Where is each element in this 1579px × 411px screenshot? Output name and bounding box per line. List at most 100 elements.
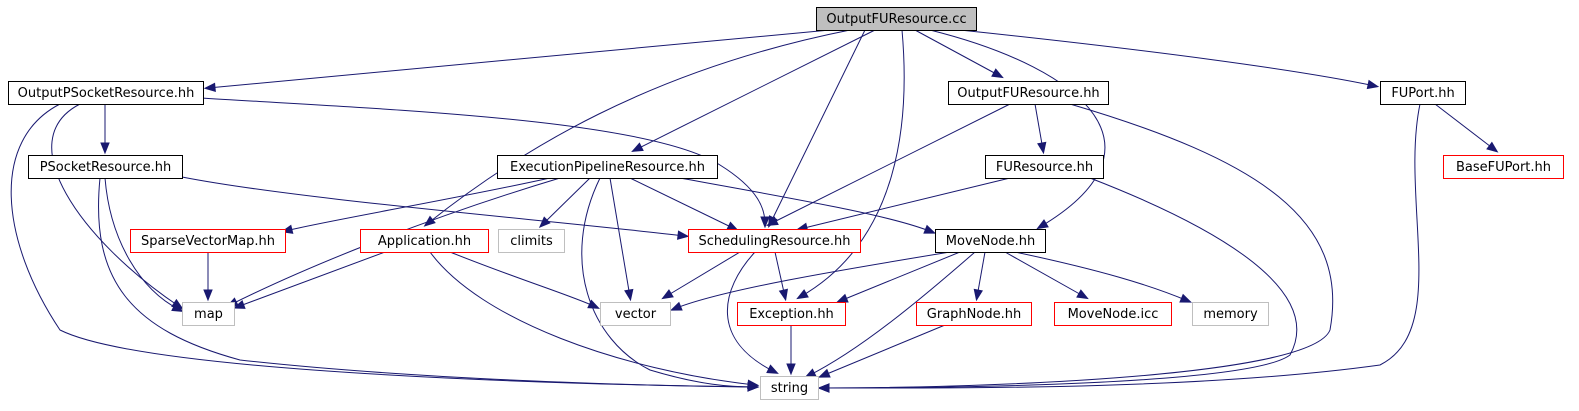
node-box: [600, 302, 671, 326]
edge-sr-to-exc: [774, 251, 788, 302]
edge-mn-to-memory: [1014, 251, 1193, 303]
node-box: [935, 229, 1046, 253]
arrowhead-icon: [1486, 141, 1499, 153]
edge-root-to-opsr: [203, 29, 831, 93]
node-opsr[interactable]: OutputPSocketResource.hh: [8, 81, 204, 105]
node-box: [1443, 155, 1564, 179]
arrowhead-icon: [100, 142, 110, 155]
arrowhead-icon: [817, 368, 831, 378]
arrowhead-icon: [661, 289, 674, 300]
node-fur[interactable]: FUResource.hh: [985, 155, 1104, 179]
arrowhead-icon: [203, 82, 216, 93]
arrowhead-icon: [923, 224, 937, 234]
arrowhead-icon: [538, 216, 551, 229]
node-mn[interactable]: MoveNode.hh: [935, 229, 1046, 253]
edge-root-to-epr: [631, 29, 876, 152]
node-box: [8, 81, 204, 105]
node-svm[interactable]: SparseVectorMap.hh: [130, 229, 286, 253]
arrowhead-icon: [203, 289, 213, 302]
edge-line: [449, 251, 597, 308]
node-sr[interactable]: SchedulingResource.hh: [688, 229, 861, 253]
edges-layer: [10, 29, 1499, 393]
edge-exc-to-string: [786, 325, 796, 376]
edge-line: [959, 29, 1376, 87]
node-memory: memory: [1192, 302, 1269, 326]
arrowhead-icon: [835, 293, 849, 303]
edge-line: [727, 251, 776, 373]
edge-line: [1034, 103, 1044, 151]
node-box: [497, 155, 718, 179]
node-root[interactable]: OutputFUResource.cc: [816, 7, 977, 31]
node-box: [737, 302, 846, 326]
edge-app-to-vector: [449, 251, 600, 309]
node-label: vector: [615, 307, 657, 322]
node-fup[interactable]: FUPort.hh: [1380, 81, 1466, 105]
edge-line: [821, 177, 1298, 389]
edge-mn-to-string: [804, 251, 976, 378]
node-ofur[interactable]: OutputFUResource.hh: [948, 81, 1109, 105]
edge-line: [914, 29, 1001, 77]
edge-epr-to-svm: [280, 177, 551, 234]
node-box: [182, 302, 235, 326]
node-psr[interactable]: PSocketResource.hh: [28, 155, 183, 179]
node-box: [130, 229, 286, 253]
arrowhead-icon: [778, 288, 788, 302]
edge-gn-to-string: [817, 324, 946, 378]
arrowhead-icon: [796, 289, 809, 300]
edge-line: [1004, 251, 1086, 298]
arrowhead-icon: [631, 142, 644, 152]
edge-mn-to-gn: [973, 251, 986, 302]
edge-line: [769, 29, 866, 225]
arrowhead-icon: [1179, 293, 1193, 303]
node-box: [360, 229, 489, 253]
node-label: Application.hh: [378, 234, 471, 249]
arrowhead-icon: [760, 216, 770, 229]
edge-line: [664, 251, 741, 298]
node-label: memory: [1203, 307, 1258, 322]
edge-ofur-to-string: [817, 103, 1334, 393]
node-label: climits: [510, 234, 553, 249]
node-label: OutputPSocketResource.hh: [18, 86, 195, 101]
edge-psr-to-sr: [181, 176, 690, 240]
node-box: [1192, 302, 1269, 326]
node-epr[interactable]: ExecutionPipelineResource.hh: [497, 155, 718, 179]
node-label: PSocketResource.hh: [40, 160, 172, 175]
edge-line: [1434, 103, 1496, 151]
arrowhead-icon: [817, 383, 830, 393]
arrowhead-icon: [1036, 219, 1049, 230]
edge-opsr-to-map: [51, 103, 184, 310]
node-map: map: [182, 302, 235, 326]
arrowhead-icon: [587, 299, 600, 309]
arrowhead-icon: [766, 364, 779, 374]
edge-line: [104, 177, 181, 311]
node-app[interactable]: Application.hh: [360, 229, 489, 253]
node-label: SparseVectorMap.hh: [141, 234, 275, 249]
edge-epr-to-string: [581, 177, 760, 392]
arrowhead-icon: [1037, 141, 1047, 155]
edge-ofur-to-sr: [766, 103, 1011, 226]
edge-epr-to-vector: [609, 177, 634, 302]
node-gn[interactable]: GraphNode.hh: [916, 302, 1032, 326]
node-box: [1380, 81, 1466, 105]
node-box: [916, 302, 1032, 326]
node-mnicc[interactable]: MoveNode.icc: [1054, 302, 1172, 326]
node-vector: vector: [600, 302, 671, 326]
node-exc[interactable]: Exception.hh: [737, 302, 846, 326]
edge-line: [609, 177, 631, 298]
node-box: [760, 376, 819, 400]
edge-fup-to-string: [817, 103, 1421, 393]
edge-fur-to-string: [817, 177, 1298, 393]
arrowhead-icon: [1076, 289, 1089, 300]
node-label: OutputFUResource.cc: [826, 12, 966, 27]
edge-root-to-ofur: [914, 29, 1004, 79]
node-bfup[interactable]: BaseFUPort.hh: [1443, 155, 1564, 179]
edge-mn-to-mnicc: [1004, 251, 1089, 300]
arrowhead-icon: [232, 299, 246, 309]
arrowhead-icon: [766, 216, 779, 226]
edge-line: [51, 103, 181, 308]
edge-sr-to-vector: [661, 251, 741, 300]
arrowhead-icon: [669, 301, 683, 311]
node-label: GraphNode.hh: [927, 307, 1021, 322]
node-box: [498, 229, 565, 253]
edge-fur-to-sr: [795, 177, 1011, 232]
